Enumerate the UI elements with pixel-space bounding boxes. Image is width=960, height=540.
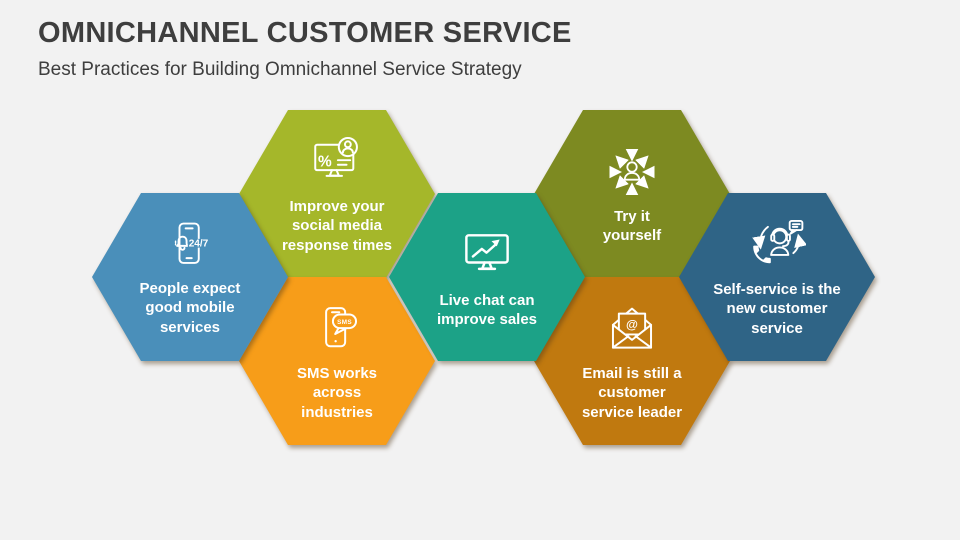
page-subtitle: Best Practices for Building Omnichannel … [38, 59, 522, 80]
hexagon-sms: SMS SMS works across industries [239, 277, 435, 445]
sms-glyph: SMS [337, 319, 352, 326]
hexagon-label: Email is still a customer service leader [581, 365, 683, 421]
24-7-glyph: 24/7 [189, 239, 209, 250]
hexagon-self-service: Self-service is the new customer service [679, 193, 875, 361]
hexagon-shape: 24/7 People expect good mobile services [92, 193, 288, 361]
hexagon-live-chat: Live chat can improve sales [389, 193, 585, 361]
hexagon-label: Try it yourself [602, 207, 662, 244]
hexagon-shape: Self-service is the new customer service [679, 193, 875, 361]
sales-growth-monitor-icon [457, 225, 517, 285]
hexagon-label: People expect good mobile services [139, 280, 241, 336]
hexagon-label: SMS works across industries [296, 365, 378, 421]
page-title: OMNICHANNEL CUSTOMER SERVICE [38, 17, 572, 49]
hexagon-label: Self-service is the new customer service [713, 281, 841, 337]
open-email-at-icon: @ [603, 300, 661, 358]
at-glyph: @ [626, 318, 638, 332]
person-arrows-icon [603, 143, 661, 201]
hexagon-mobile: 24/7 People expect good mobile services [92, 193, 288, 361]
hexagon-shape: Live chat can improve sales [389, 193, 585, 361]
percent-glyph: % [318, 154, 332, 171]
mobile-24-7-icon: 24/7 [162, 217, 218, 273]
social-media-monitor-icon: % [308, 133, 366, 191]
hexagon-label: Live chat can improve sales [436, 291, 538, 328]
hexagon-label: Improve your social media response times [281, 198, 393, 254]
sms-phone-icon: SMS [308, 300, 366, 358]
customer-support-agent-icon [748, 216, 808, 274]
